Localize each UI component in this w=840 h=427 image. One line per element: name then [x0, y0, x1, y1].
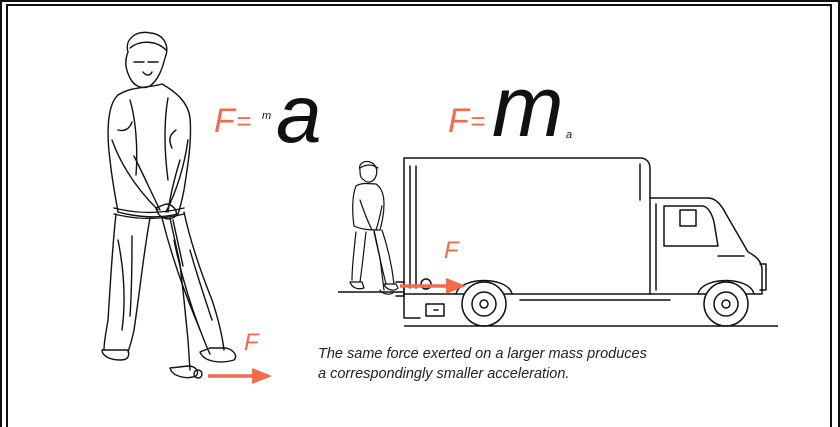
truck-drawing — [395, 157, 767, 327]
golfer-large-drawing — [101, 31, 237, 379]
caption: The same force exerted on a larger mass … — [318, 346, 647, 382]
equation-left: F = m a — [214, 69, 322, 160]
force-label-truck: F — [444, 237, 460, 264]
equation-right: F = m a — [448, 59, 572, 155]
equation-right-equals: = — [470, 106, 485, 136]
force-arrow-truck: F — [400, 237, 466, 294]
equation-left-force-symbol: F — [214, 102, 237, 140]
equation-right-acceleration-small: a — [566, 129, 572, 141]
equation-left-equals: = — [236, 106, 251, 136]
equation-left-acceleration-big: a — [276, 69, 322, 160]
force-arrow-golfer: F — [208, 329, 272, 384]
inner-frame — [6, 4, 832, 427]
golfer-small-drawing — [349, 160, 399, 295]
caption-line-2: a correspondingly smaller acceleration. — [318, 366, 569, 382]
force-label-golfer: F — [244, 329, 260, 356]
caption-line-1: The same force exerted on a larger mass … — [318, 346, 647, 362]
equation-right-mass-big: m — [492, 59, 564, 155]
equation-left-mass-small: m — [262, 110, 271, 122]
equation-right-force-symbol: F — [448, 102, 471, 140]
